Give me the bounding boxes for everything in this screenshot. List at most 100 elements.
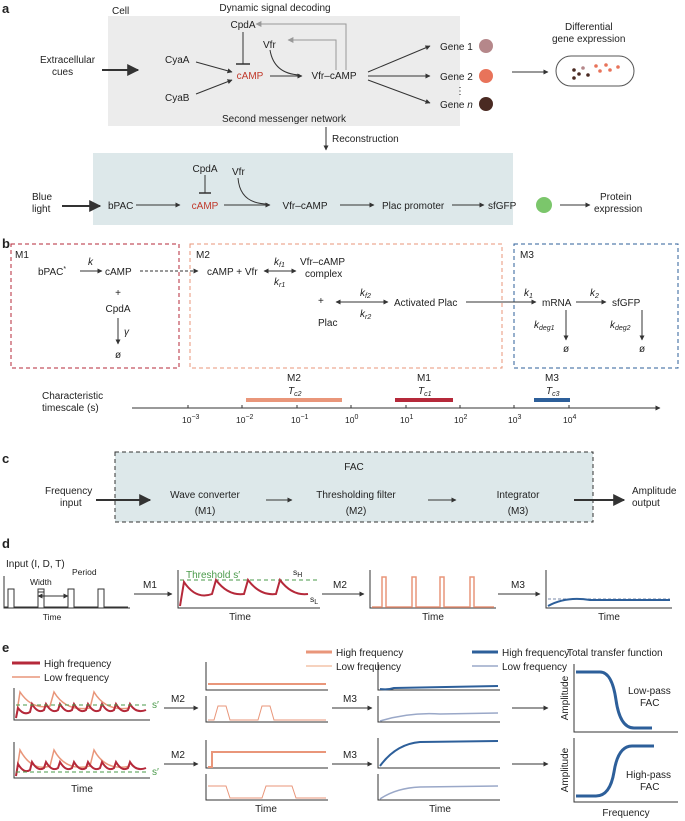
wave-label: Wave converter [170,490,240,501]
d-m1-axes [177,570,320,609]
m1-bar-label: M1 [417,373,431,384]
fac-box [114,451,594,523]
bpac-label: bPAC [108,201,133,212]
highpass-curve [576,744,654,798]
cpda2-label: CpdA [192,164,217,175]
tc3-label: Tc3 [546,386,560,398]
e1-m3-low-trace [379,712,499,722]
bacterium-icon [555,55,635,87]
cell-label: Cell [112,6,129,17]
d-m2-label: M2 [333,580,347,591]
m3-box-label: M3 [520,250,534,261]
vfr-curve [269,49,301,76]
d-time3: Time [422,612,444,623]
amp-output-line2: output [632,498,660,509]
e1-m3-low-axes [377,696,500,723]
gene-dots: ⋮ [455,86,465,97]
e1-m2-low-trace [208,705,326,721]
extracellular-line1: Extracellular [40,55,96,66]
sfgfp-b-label: sfGFP [612,298,641,309]
m2-box-label: M2 [196,250,210,261]
e-time2: Time [255,804,277,815]
complex-line1: Vfr–cAMP [300,257,345,268]
cyab-label: CyaB [165,93,190,104]
m2-timescale-bar [246,398,342,402]
e-time3: Time [429,804,451,815]
amp2-label: Amplitude [560,747,571,792]
camp-label: cAMP [237,71,264,82]
e1-m2-high-axes [205,662,328,691]
e2-m3-label: M3 [343,750,357,761]
genen-label: Gene n [440,100,473,111]
plac-b-label: Plac [318,318,337,329]
freq-input-line1: Frequency [45,486,92,497]
feedback-vfr [287,37,337,70]
kdeg1-label: kdeg1 [534,320,555,332]
e1-m3-high-axes [377,662,500,691]
total-transfer-label: Total transfer function [567,648,663,659]
camp-b-label: cAMP [105,267,132,278]
d-m3-label: M3 [511,580,525,591]
protein-line1: Protein [600,192,632,203]
gamma-label: γ [124,327,130,338]
e1-s-label: s′ [152,700,159,711]
mrna-label: mRNA [542,298,572,309]
freq-input-line2: input [60,498,82,509]
m1-timescale-bar [395,398,453,402]
tick-2: 10−2 [236,414,254,425]
sh-label: sH [293,567,302,579]
vfr-label: Vfr [263,40,276,51]
activated-plac-label: Activated Plac [394,298,457,309]
differential-line2: gene expression [552,34,625,45]
k-label: k [88,257,94,268]
wave-trace [179,577,309,607]
amp1-label: Amplitude [560,675,571,720]
legend-high3-label: High frequency [502,648,569,659]
d-m3-axes [545,570,672,609]
legend-low2-label: Low frequency [336,662,401,673]
amp-output-line1: Amplitude [632,486,677,497]
lowpass-line1: Low-pass [628,686,671,697]
vfr2-curve [237,177,269,205]
gene1-arrow [367,45,431,73]
d-time1: Time [43,612,62,622]
m3-box [513,243,679,369]
panel-a-label: a [2,1,10,16]
highpass-axes [573,738,678,803]
threshold-trace [372,576,494,608]
timescale-tick-labels: 10−3 10−2 10−1 100 101 102 103 104 [182,414,576,425]
fac-label: FAC [344,462,363,473]
protein-line2: expression [594,204,642,215]
vfr-camp2-label: Vfr–cAMP [282,201,327,212]
e1-m2-label: M2 [171,694,185,705]
complex-line2: complex [305,269,342,280]
bpac-star-label: bPAC* [38,266,66,278]
d-time2: Time [229,612,251,623]
input-label: Input (I, D, T) [6,559,65,570]
tick-7: 103 [508,414,521,425]
d-m1-label: M1 [143,580,157,591]
m2-box [189,243,503,369]
e2-m3-high-trace [379,740,499,767]
tick-3: 10−1 [291,414,309,425]
reconstruction-label: Reconstruction [332,134,399,145]
kdeg2-label: kdeg2 [610,320,631,332]
cyaa-arrow [195,61,233,74]
e2-m3-low-axes [377,774,500,801]
panel-c-label: c [2,451,9,466]
legend-high-label: High frequency [44,659,111,670]
decoding-title: Dynamic signal decoding [219,3,330,14]
bacterium-dots [572,63,620,80]
integrator-trace [547,597,670,607]
m1-box-label: M1 [15,250,29,261]
tc2-label: Tc2 [288,386,302,398]
plac-label: Plac promoter [382,201,445,212]
width-label: Width [30,577,52,587]
kr1-label: kr1 [274,277,285,289]
frequency-label: Frequency [602,808,649,819]
plus2-b-label: + [318,296,324,307]
plus-b-label: + [115,288,121,299]
k2-label: k2 [590,288,599,300]
kr2-label: kr2 [360,309,371,321]
